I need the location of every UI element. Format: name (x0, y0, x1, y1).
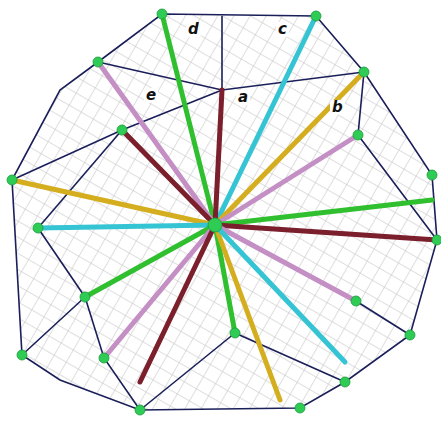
polyhedron-edges (12, 14, 437, 410)
radial-rods (12, 14, 437, 400)
rod-label: d (186, 22, 201, 37)
rod-label: a (236, 90, 250, 105)
vertex-dots (7, 9, 441, 415)
rod-label: e (144, 88, 158, 103)
hatched-faces (12, 14, 437, 410)
rod-label: c (276, 22, 289, 37)
rod-label: b (330, 100, 345, 115)
